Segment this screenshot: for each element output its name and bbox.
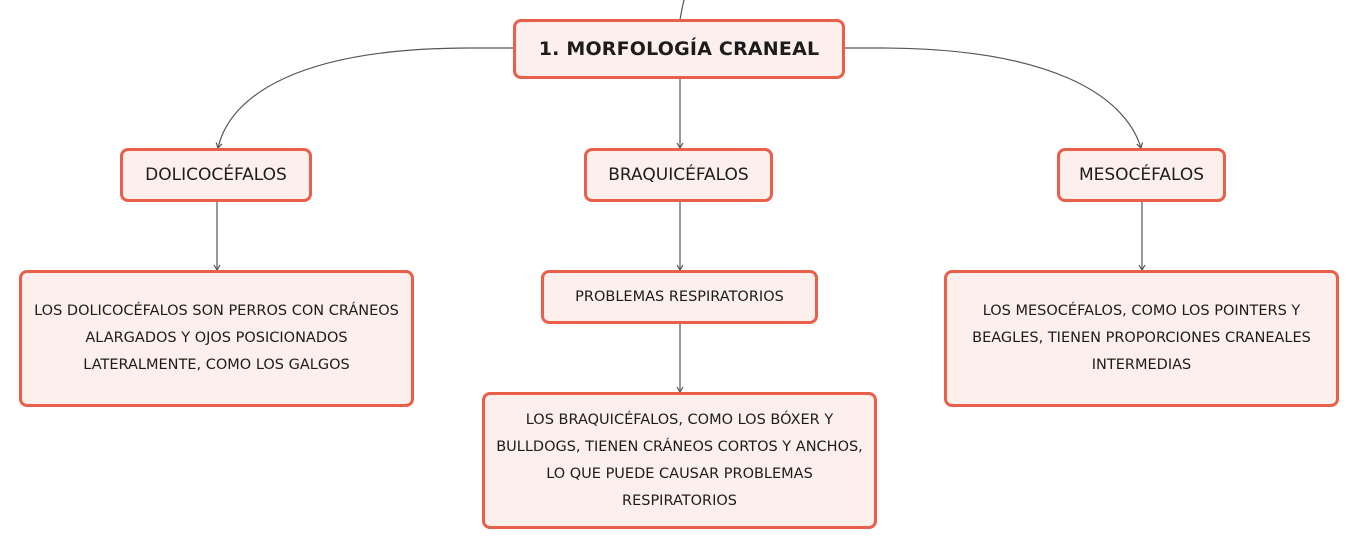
topic-label-braquicefalos: BRAQUICÉFALOS bbox=[608, 165, 749, 185]
subtopic-label-problemas-respiratorios: PROBLEMAS RESPIRATORIOS bbox=[575, 289, 784, 305]
subtopic-label-braquicefalos-description: LOS BRAQUICÉFALOS, COMO LOS BÓXER Y BULL… bbox=[496, 411, 863, 509]
topic-label-dolicocefalos: DOLICOCÉFALOS bbox=[145, 165, 287, 185]
topic-node-braquicefalos[interactable]: BRAQUICÉFALOS bbox=[584, 148, 773, 202]
connector-parent-to-root bbox=[679, 0, 685, 21]
topic-node-dolicocefalos[interactable]: DOLICOCÉFALOS bbox=[120, 148, 312, 202]
subtopic-label-dolicocefalos-description: LOS DOLICOCÉFALOS SON PERROS CON CRÁNEOS… bbox=[34, 303, 399, 373]
connector-root-to-mesocefalos bbox=[844, 47, 1144, 150]
subtopic-node-mesocefalos-description[interactable]: LOS MESOCÉFALOS, COMO LOS POINTERS Y BEA… bbox=[944, 270, 1339, 407]
root-node[interactable]: 1. MORFOLOGÍA CRANEAL bbox=[513, 19, 845, 79]
topic-node-mesocefalos[interactable]: MESOCÉFALOS bbox=[1057, 148, 1226, 202]
topic-label-mesocefalos: MESOCÉFALOS bbox=[1078, 165, 1205, 185]
subtopic-node-dolicocefalos-description[interactable]: LOS DOLICOCÉFALOS SON PERROS CON CRÁNEOS… bbox=[19, 270, 414, 407]
connector-root-to-dolicocefalos bbox=[215, 47, 515, 150]
root-node-label: 1. MORFOLOGÍA CRANEAL bbox=[538, 38, 820, 60]
subtopic-node-braquicefalos-description[interactable]: LOS BRAQUICÉFALOS, COMO LOS BÓXER Y BULL… bbox=[482, 392, 877, 529]
subtopic-label-mesocefalos-description: LOS MESOCÉFALOS, COMO LOS POINTERS Y BEA… bbox=[972, 303, 1311, 373]
subtopic-node-problemas-respiratorios[interactable]: PROBLEMAS RESPIRATORIOS bbox=[541, 270, 818, 324]
